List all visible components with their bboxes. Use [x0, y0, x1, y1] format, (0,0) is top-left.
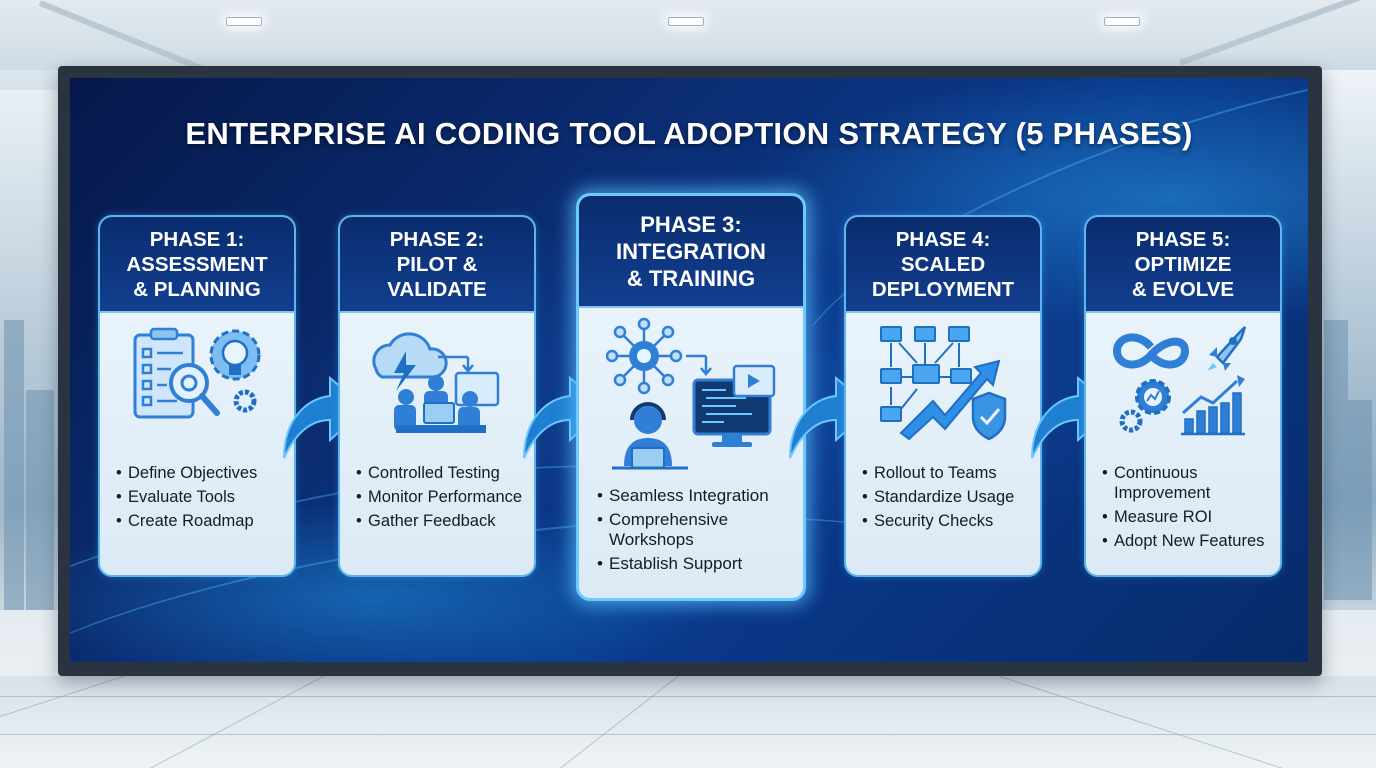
building: [1348, 400, 1372, 600]
bullet-item: Continuous Improvement: [1102, 463, 1280, 503]
bullet-item: Security Checks: [862, 511, 1040, 531]
network-growth-shield-icon: [846, 313, 1040, 463]
monitor-screen: ENTERPRISE AI CODING TOOL ADOPTION STRAT…: [70, 78, 1308, 662]
bullet-item: Evaluate Tools: [116, 487, 294, 507]
phase-bullets: Seamless Integration Comprehensive Works…: [579, 486, 803, 574]
phase-title-line: & TRAINING: [626, 265, 756, 291]
ceiling: [0, 0, 1376, 81]
page-title: ENTERPRISE AI CODING TOOL ADOPTION STRAT…: [185, 116, 1193, 151]
infinity-rocket-gears-chart-icon: [1086, 313, 1280, 463]
window-right: [1320, 70, 1376, 610]
phase-number: PHASE 5:: [1135, 227, 1231, 251]
phase-bullets: Rollout to Teams Standardize Usage Secur…: [846, 463, 1040, 531]
ceiling-beam: [1178, 0, 1376, 66]
bullet-item: Adopt New Features: [1102, 531, 1280, 551]
phase-bullets: Define Objectives Evaluate Tools Create …: [100, 463, 294, 531]
phase-title-line: INTEGRATION: [616, 238, 766, 264]
bullet-item: Monitor Performance: [356, 487, 534, 507]
bullet-item: Rollout to Teams: [862, 463, 1040, 483]
phase-number: PHASE 2:: [389, 227, 485, 251]
phase-bullets: Continuous Improvement Measure ROI Adopt…: [1086, 463, 1280, 551]
floor-line: [999, 676, 1286, 768]
phase-card-4: PHASE 4: SCALED DEPLOYMENT: [844, 215, 1042, 577]
phase-header: PHASE 5: OPTIMIZE & EVOLVE: [1086, 217, 1280, 313]
bullet-item: Standardize Usage: [862, 487, 1040, 507]
bullet-item: Controlled Testing: [356, 463, 534, 483]
phase-title-line: PILOT &: [396, 252, 478, 276]
phase-title-line: DEPLOYMENT: [871, 277, 1015, 301]
phase-title-line: SCALED: [900, 252, 986, 276]
bullet-item: Seamless Integration: [597, 486, 803, 506]
phase-number: PHASE 1:: [149, 227, 245, 251]
floor-line: [0, 734, 1376, 735]
phase-header: PHASE 1: ASSESSMENT & PLANNING: [100, 217, 294, 313]
phase-title-line: OPTIMIZE: [1134, 252, 1232, 276]
phase-title-line: & PLANNING: [133, 277, 261, 301]
building: [1324, 320, 1348, 600]
bullet-item: Gather Feedback: [356, 511, 534, 531]
phase-number: PHASE 3:: [640, 211, 742, 237]
ceiling-light-icon: [226, 17, 262, 26]
phase-card-5: PHASE 5: OPTIMIZE & EVOLVE: [1084, 215, 1282, 577]
phase-title-line: & EVOLVE: [1131, 277, 1235, 301]
display-monitor: ENTERPRISE AI CODING TOOL ADOPTION STRAT…: [58, 66, 1322, 676]
bullet-item: Create Roadmap: [116, 511, 294, 531]
building: [4, 320, 24, 610]
bullet-item: Comprehensive Workshops: [597, 510, 803, 550]
bullet-item: Measure ROI: [1102, 507, 1280, 527]
phase-header: PHASE 3: INTEGRATION & TRAINING: [579, 196, 803, 308]
ceiling-light-icon: [1104, 17, 1140, 26]
clipboard-magnifier-lightbulb-gear-icon: [100, 313, 294, 463]
phase-title-line: VALIDATE: [387, 277, 487, 301]
phase-card-2: PHASE 2: PILOT & VALIDATE: [338, 215, 536, 577]
phase-title-line: ASSESSMENT: [126, 252, 268, 276]
bullet-item: Establish Support: [597, 554, 803, 574]
floor: [0, 623, 1376, 768]
window-left: [0, 90, 58, 610]
cloud-team-testing-icon: [340, 313, 534, 463]
phase-header: PHASE 2: PILOT & VALIDATE: [340, 217, 534, 313]
network-hub-support-agent-monitor-icon: [579, 308, 803, 486]
ceiling-light-icon: [668, 17, 704, 26]
phase-header: PHASE 4: SCALED DEPLOYMENT: [846, 217, 1040, 313]
phase-card-3: PHASE 3: INTEGRATION & TRAINING: [576, 193, 806, 601]
phase-number: PHASE 4:: [895, 227, 991, 251]
bullet-item: Define Objectives: [116, 463, 294, 483]
phase-bullets: Controlled Testing Monitor Performance G…: [340, 463, 534, 531]
floor-line: [0, 696, 1376, 697]
phase-card-1: PHASE 1: ASSESSMENT & PLANNING: [98, 215, 296, 577]
building: [26, 390, 54, 610]
